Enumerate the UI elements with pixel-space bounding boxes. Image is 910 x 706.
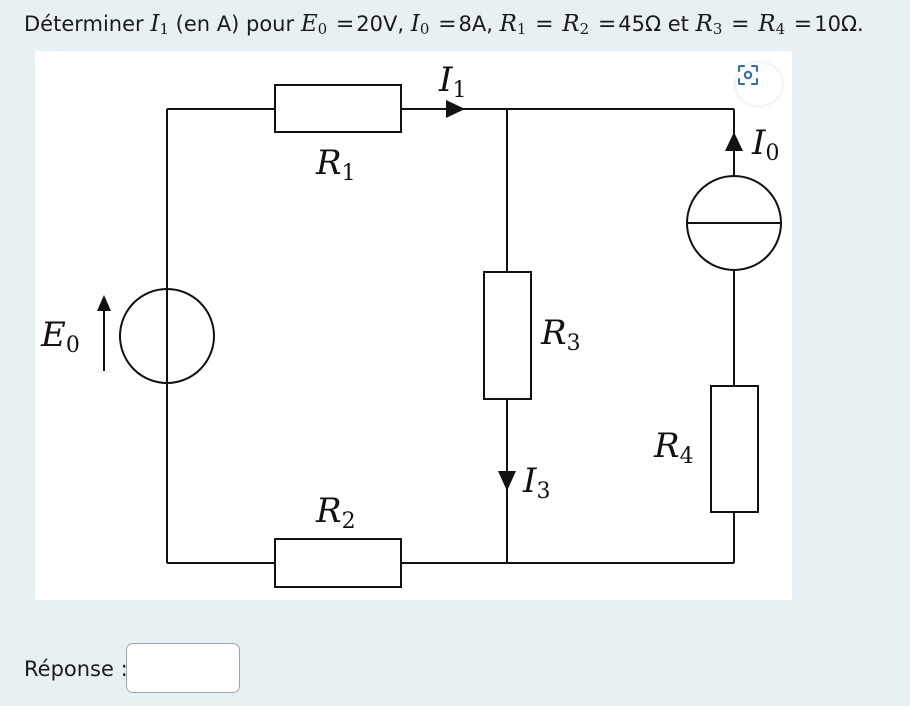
sym-I0: I0 xyxy=(410,11,430,38)
resistor-R3 xyxy=(483,271,532,400)
eq-sign-6: = xyxy=(793,12,813,37)
circuit-diagram xyxy=(97,84,782,588)
label-R1: R1 xyxy=(316,143,356,186)
arrow-I0 xyxy=(725,132,743,151)
sym-R3: R3 xyxy=(695,11,723,38)
focus-zoom-icon xyxy=(738,65,758,85)
sym-E0: E0 xyxy=(300,11,328,38)
circuit-figure: I1 I0 R1 E0 R3 R4 I3 R2 xyxy=(35,51,792,600)
label-I3: I3 xyxy=(523,461,551,504)
value-I0: 8A, xyxy=(458,12,500,36)
value-R3-R4: 10Ω. xyxy=(814,12,864,36)
zoom-button[interactable] xyxy=(736,63,782,105)
eq-sign-4: = xyxy=(597,12,617,37)
sym-R2: R2 xyxy=(562,11,590,38)
arrow-I1 xyxy=(446,100,465,118)
eq-sign-3: = xyxy=(535,12,554,37)
arrow-I3 xyxy=(498,471,516,491)
eq-sign-5: = xyxy=(731,12,750,37)
value-R1-R2: 45Ω et xyxy=(618,12,696,36)
answer-label: Réponse : xyxy=(24,657,128,681)
label-R2: R2 xyxy=(316,491,356,534)
sym-I1: I1 xyxy=(150,11,169,38)
question-unit-part: (en A) pour xyxy=(169,12,301,36)
eq-sign-1: = xyxy=(335,12,355,37)
arrow-E0-head xyxy=(97,295,111,311)
sym-R4: R4 xyxy=(758,11,786,38)
label-I0: I0 xyxy=(752,123,780,166)
label-R4: R4 xyxy=(654,426,694,469)
question-text: Déterminer I1 (en A) pour E0 =20V, I0 =8… xyxy=(24,8,864,41)
eq-sign-2: = xyxy=(438,12,457,37)
label-I1: I1 xyxy=(439,60,467,103)
label-E0: E0 xyxy=(41,315,80,358)
sym-R1: R1 xyxy=(499,11,527,38)
resistor-R1 xyxy=(274,84,402,133)
answer-input[interactable] xyxy=(126,643,240,693)
value-E0: 20V, xyxy=(356,12,411,36)
question-prefix: Déterminer xyxy=(24,12,144,36)
label-R3: R3 xyxy=(541,313,581,356)
resistor-R4 xyxy=(710,385,759,513)
resistor-R2 xyxy=(274,538,402,588)
